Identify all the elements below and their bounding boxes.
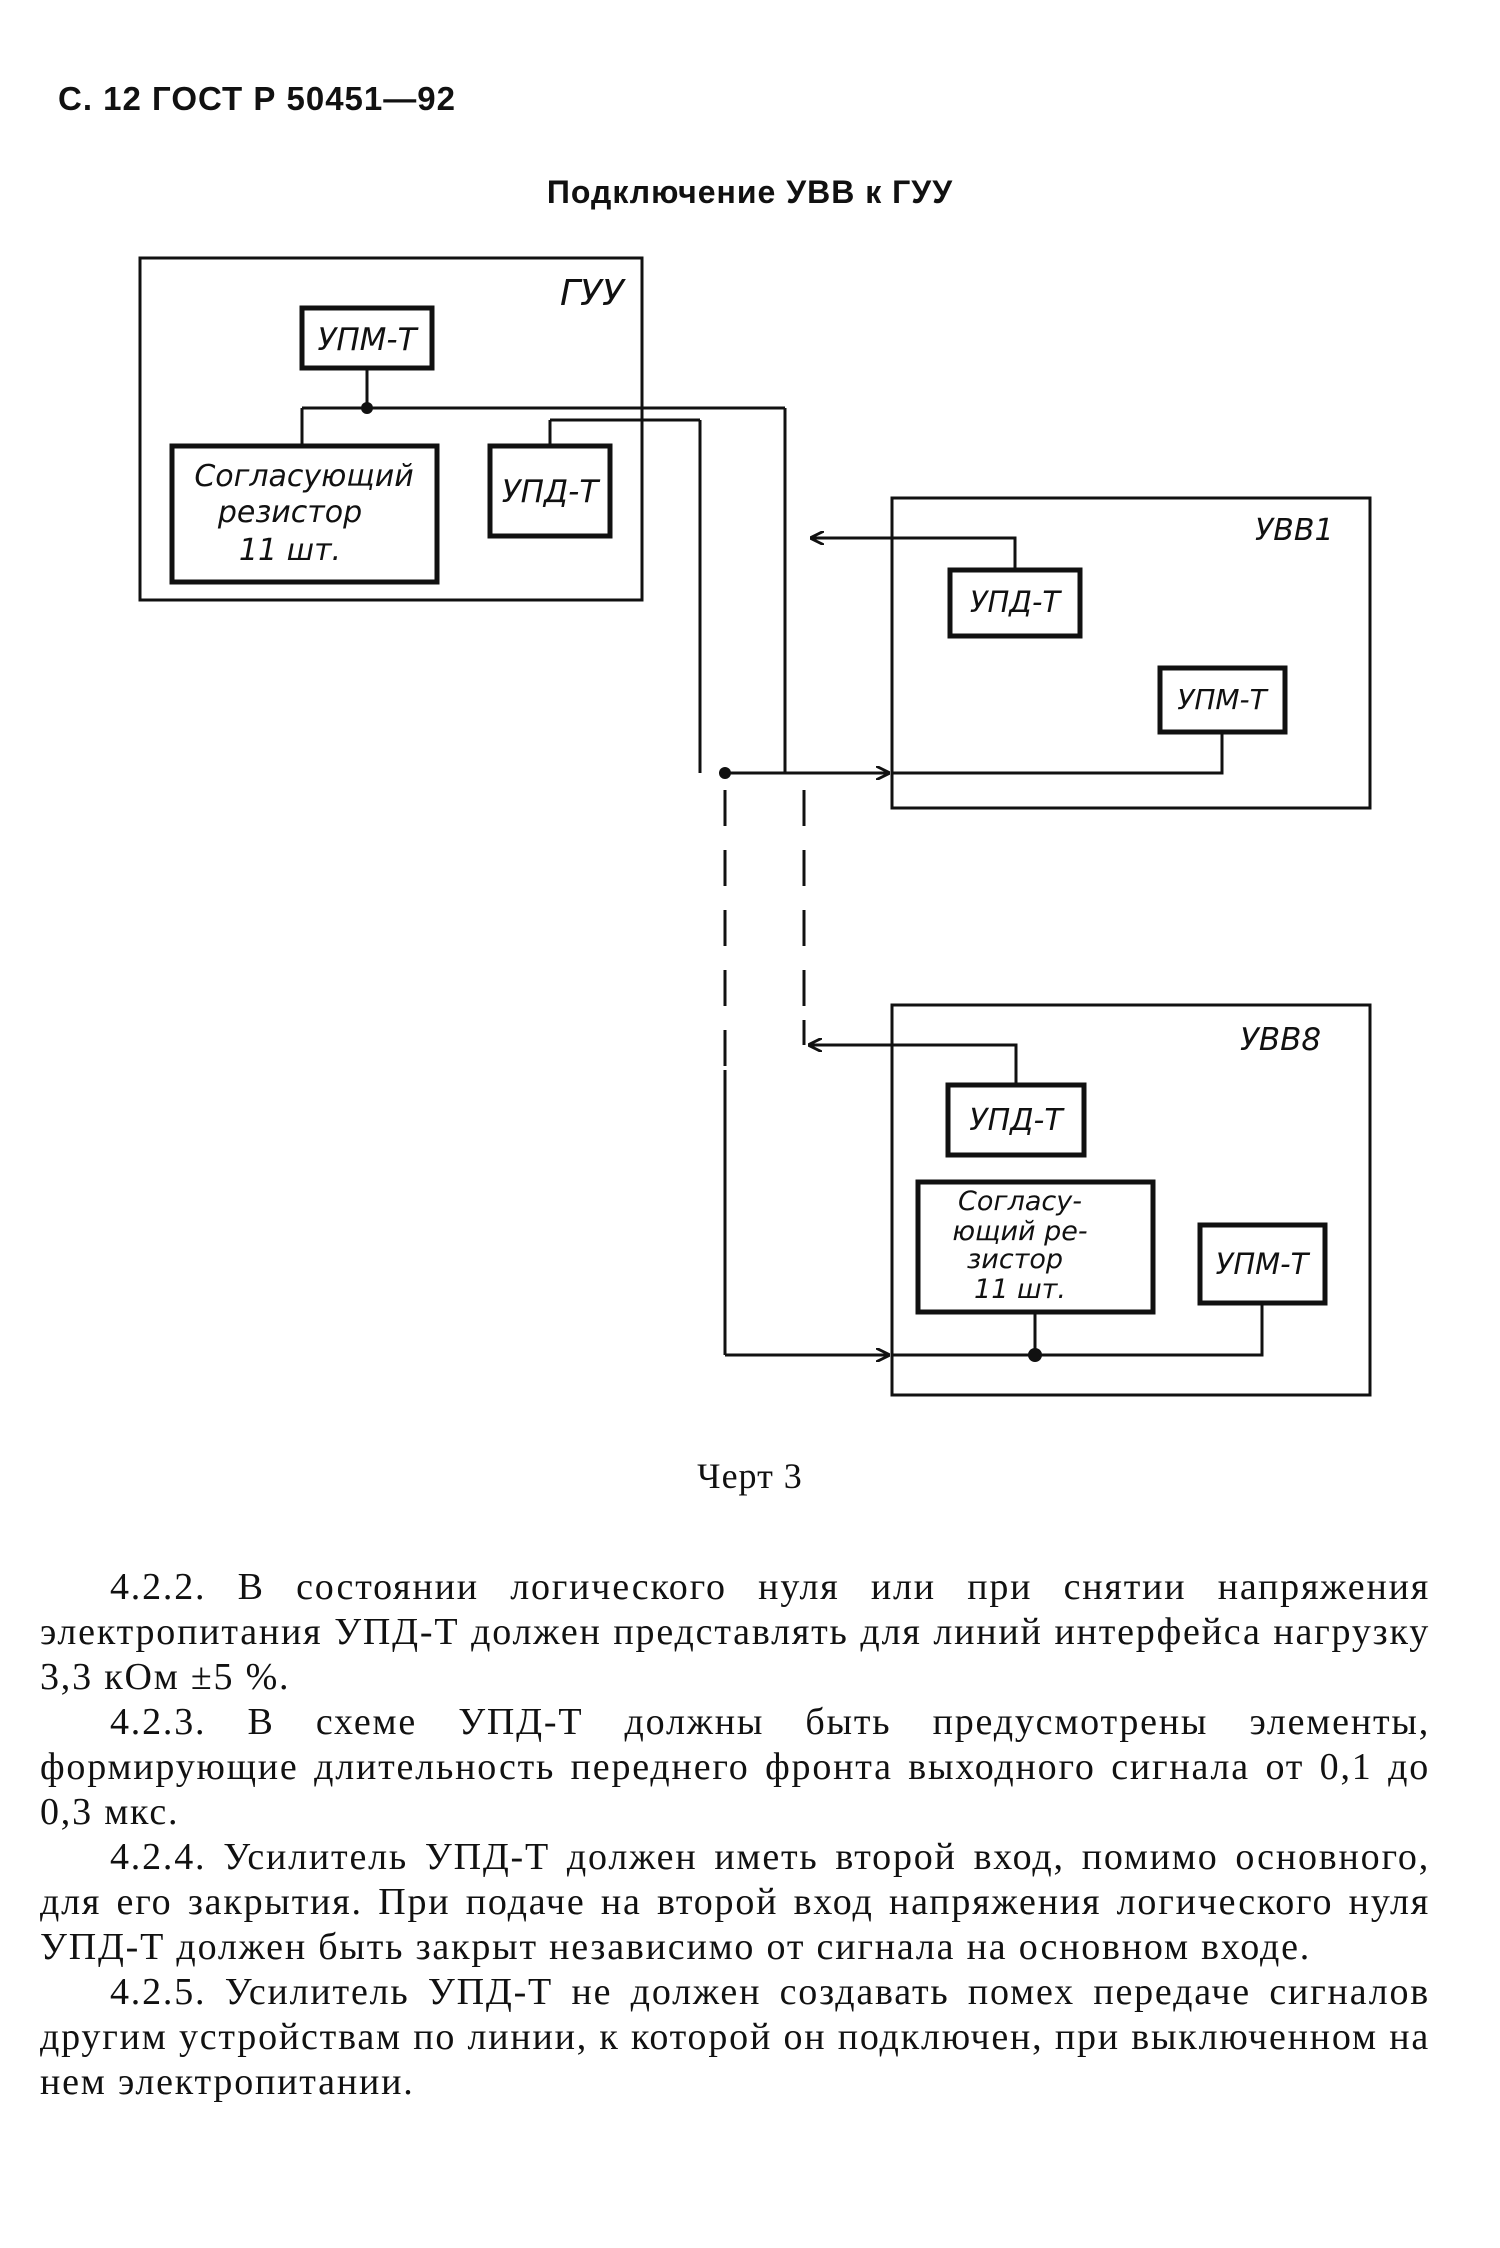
uvv8-upm-label: УПМ-Т xyxy=(1216,1247,1311,1281)
uvv8-resistor-line-4: 11 шт. xyxy=(974,1274,1066,1305)
gcu-resistor-line-3: 11 шт. xyxy=(239,533,341,568)
figure-caption: Черт 3 xyxy=(697,1456,803,1496)
gcu-upm-label: УПМ-Т xyxy=(317,322,418,358)
gcu-upd-label: УПД-Т xyxy=(502,474,601,510)
gcu-box xyxy=(138,256,644,602)
body-text: 4.2.2. В состоянии логического нуля или … xyxy=(40,1565,1430,2105)
paragraph-4-2-2: 4.2.2. В состоянии логического нуля или … xyxy=(40,1566,1430,1698)
diagram-title: Подключение УВВ к ГУУ xyxy=(546,174,954,210)
gcu-resistor-line-1: Согласующий xyxy=(194,459,413,494)
uvv1-upd-label: УПД-Т xyxy=(970,585,1063,619)
page-header: С. 12 ГОСТ Р 50451—92 xyxy=(58,80,456,117)
uvv1-input-arrow xyxy=(810,538,1017,570)
uvv1-upm-label: УПМ-Т xyxy=(1177,683,1268,716)
uvv1-box xyxy=(890,496,1372,810)
gcu-resistor-block xyxy=(169,443,440,585)
paragraph-4-2-3: 4.2.3. В схеме УПД-Т должны быть предусм… xyxy=(40,1701,1430,1833)
uvv8-internal-wire xyxy=(892,1303,1264,1357)
uvv1-upm-wire xyxy=(892,732,1224,775)
paragraph-4-2-5: 4.2.5. Усилитель УПД-Т не должен создава… xyxy=(40,1971,1430,2103)
gcu-label: ГУУ xyxy=(560,273,626,314)
paragraph-4-2-4: 4.2.4. Усилитель УПД-Т должен иметь втор… xyxy=(40,1836,1430,1968)
uvv8-input-arrow xyxy=(808,1045,1018,1085)
uvv8-box xyxy=(890,1003,1372,1397)
uvv8-resistor-line-1: Согласу- xyxy=(958,1186,1082,1217)
uvv8-junction-dot xyxy=(1028,1348,1042,1362)
uvv8-resistor-line-2: ющий ре- xyxy=(952,1216,1087,1247)
uvv8-resistor-line-3: зистор xyxy=(967,1244,1063,1275)
uvv8-upd-label: УПД-Т xyxy=(969,1103,1065,1138)
uvv1-label: УВВ1 xyxy=(1255,513,1334,548)
uvv8-label: УВВ8 xyxy=(1240,1022,1321,1058)
connection-diagram: ГУУ УПМ-Т Согласующий резистор 11 шт. УП… xyxy=(138,256,1372,1397)
gcu-resistor-line-2: резистор xyxy=(217,495,362,530)
